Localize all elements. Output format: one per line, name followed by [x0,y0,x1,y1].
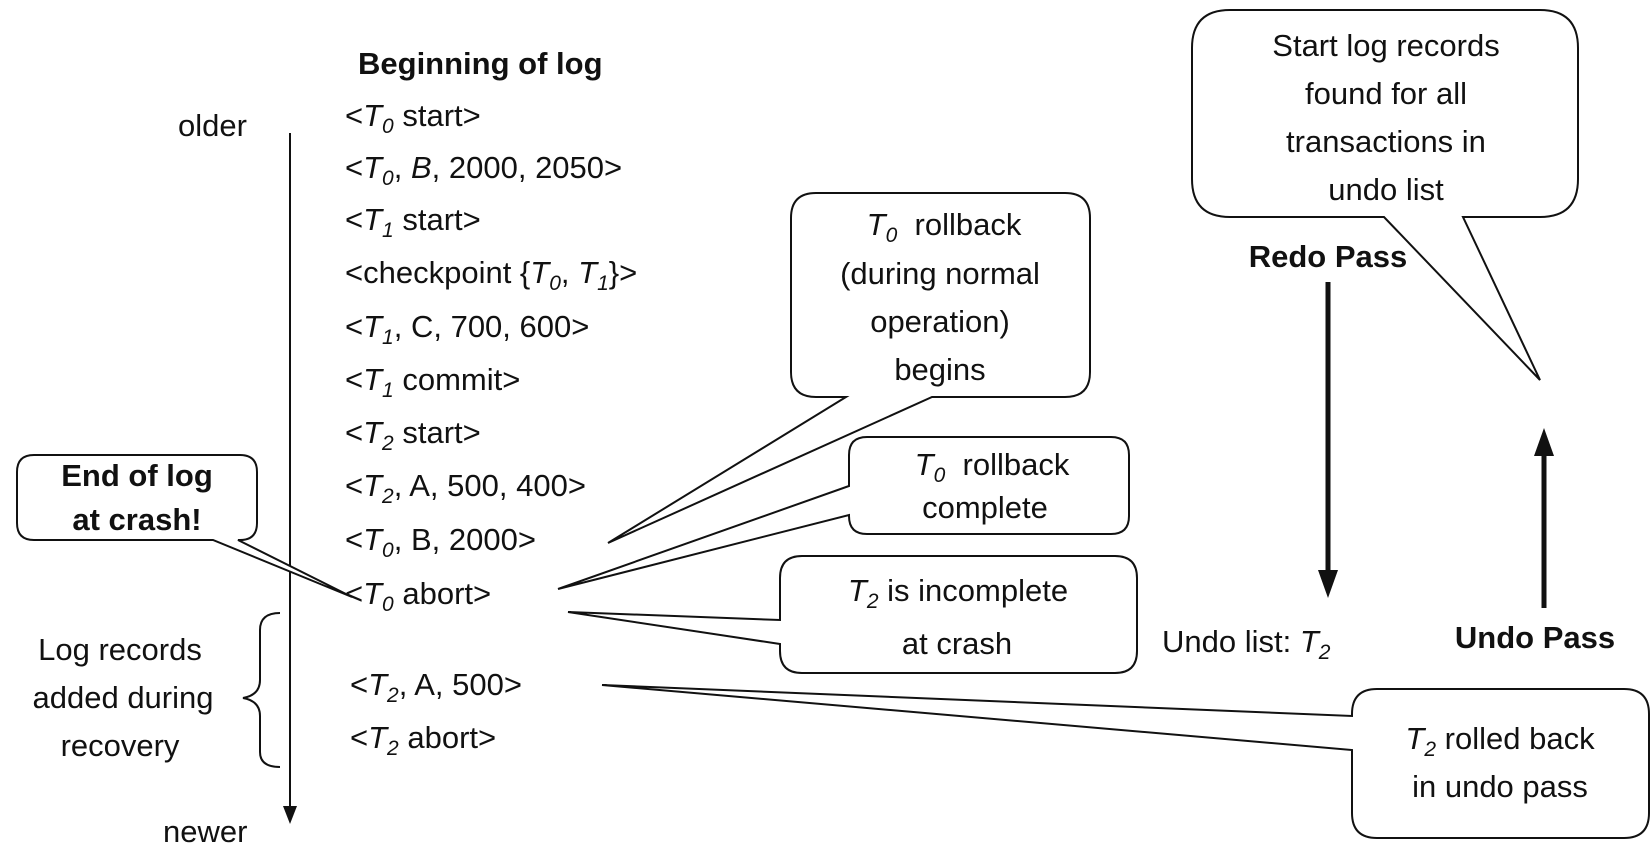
t2-incomplete-text: T2 is incomplete [848,573,1068,613]
log-record-recovery: <T2, A, 500> [350,667,522,707]
log-record: <T1 start> [345,202,481,242]
undo-pass-arrow-head [1534,428,1554,456]
start-records-found-text: transactions in [1286,124,1486,159]
older-label: older [178,108,247,143]
undo-list-label: Undo list: T2 [1162,624,1331,664]
log-record: <T1 commit> [345,362,520,402]
log-record: <T2, A, 500, 400> [345,468,586,508]
t0-rollback-begins-text: T0 rollback [867,207,1022,247]
log-record: <T0 start> [345,98,481,138]
start-records-found-text: undo list [1328,172,1444,207]
start-records-found-callout [1191,9,1579,381]
recovery-note-line: added during [33,680,214,715]
time-arrow-head [283,806,297,824]
end-of-log-text: End of log [61,458,213,493]
t0-rollback-begins-text: (during normal [840,256,1040,291]
log-record: <T0, B, 2000, 2050> [345,150,622,190]
t2-rolled-back-text: T2 rolled back [1405,721,1595,761]
log-record-recovery: <T2 abort> [350,720,496,760]
log-records: <T0 start> <T0, B, 2000, 2050> <T1 start… [345,98,637,760]
t2-rolled-back-callout [601,684,1650,839]
recovery-note-line: recovery [61,728,180,763]
beginning-of-log-label: Beginning of log [358,46,603,81]
start-records-found-text: found for all [1305,76,1467,111]
t2-rolled-back-text: in undo pass [1412,769,1588,804]
log-record: <T2 start> [345,415,481,455]
log-record-checkpoint: <checkpoint {T0, T1}> [345,255,637,295]
recovery-note-line: Log records [38,632,202,667]
t0-rollback-complete-callout [557,436,1130,590]
newer-label: newer [163,814,247,844]
redo-pass-arrow-head [1318,570,1338,598]
undo-pass-label: Undo Pass [1455,620,1615,655]
start-records-found-text: Start log records [1272,28,1499,63]
t0-rollback-complete-text: T0 rollback [915,447,1070,487]
redo-pass-label: Redo Pass [1249,239,1408,274]
t2-incomplete-callout [567,555,1138,674]
end-of-log-callout [16,454,353,598]
t0-rollback-begins-text: begins [894,352,985,387]
t2-incomplete-text: at crash [902,626,1012,661]
end-of-log-text: at crash! [72,502,201,537]
t0-rollback-begins-text: operation) [870,304,1010,339]
recovery-brace [242,612,281,768]
t0-rollback-complete-text: complete [922,490,1048,525]
log-record: <T1, C, 700, 600> [345,309,589,349]
log-record: <T0 abort> [345,576,491,616]
log-record: <T0, B, 2000> [345,522,536,562]
t0-rollback-begins-callout [607,192,1091,544]
